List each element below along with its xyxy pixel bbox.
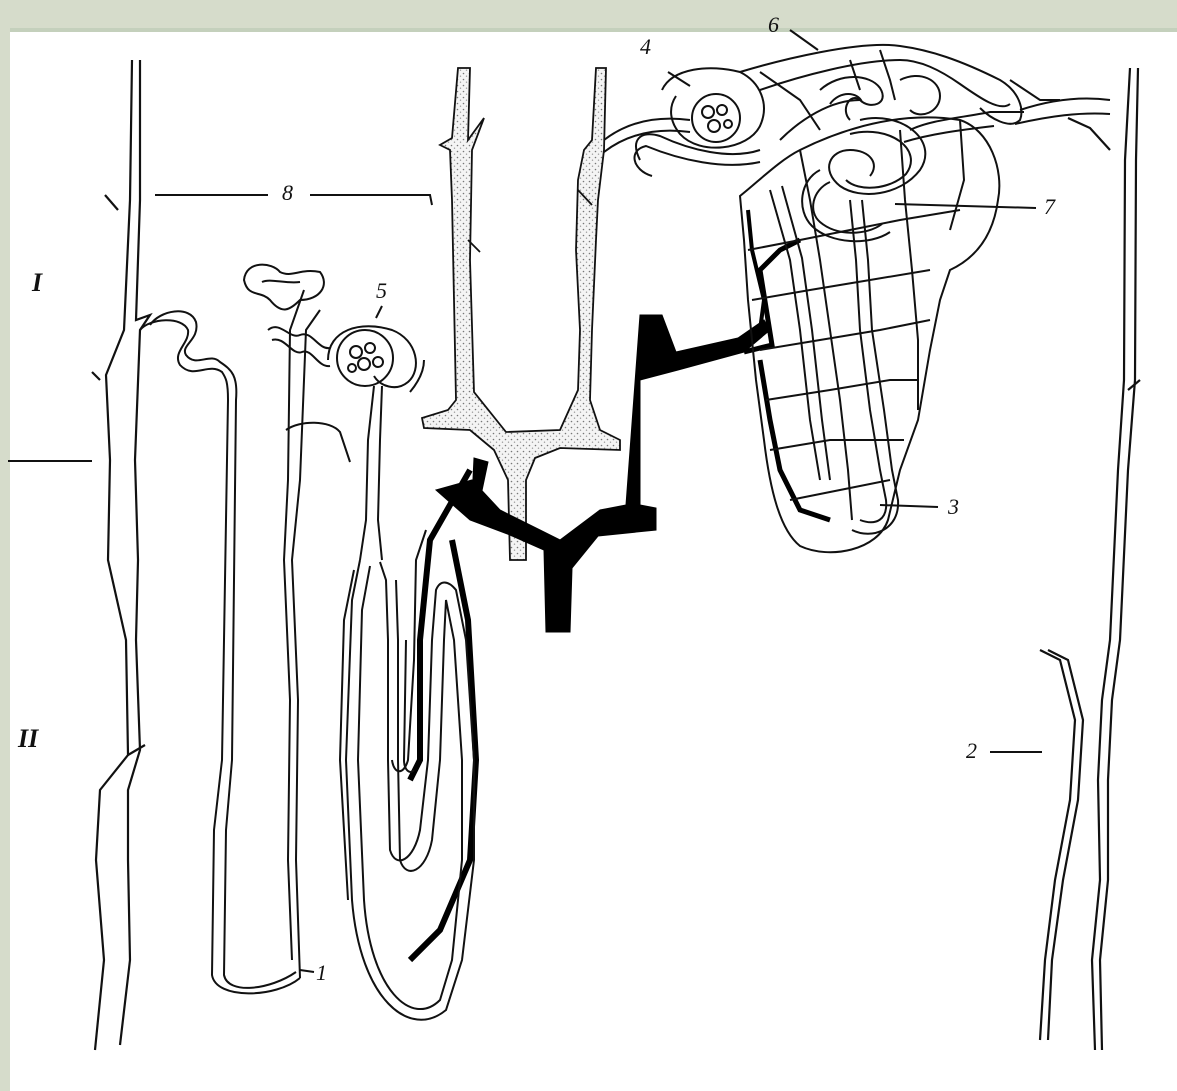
short-nephron: [140, 265, 350, 994]
cortical-nephron: [635, 45, 1110, 552]
zone-label-medulla: II: [18, 726, 38, 752]
label-7: 7: [1044, 196, 1055, 218]
label-3: 3: [948, 496, 959, 518]
label-6: 6: [768, 14, 779, 36]
label-1: 1: [316, 962, 327, 984]
label-4: 4: [640, 36, 651, 58]
label-5: 5: [376, 280, 387, 302]
long-loop: [340, 560, 474, 1020]
left-interlobular-vessel: [92, 60, 150, 1050]
label-8: 8: [282, 182, 293, 204]
right-vessel: [1040, 68, 1140, 1050]
zone-label-cortex: I: [32, 270, 42, 296]
glomerulus-5: [328, 326, 416, 560]
label-2: 2: [966, 740, 977, 762]
